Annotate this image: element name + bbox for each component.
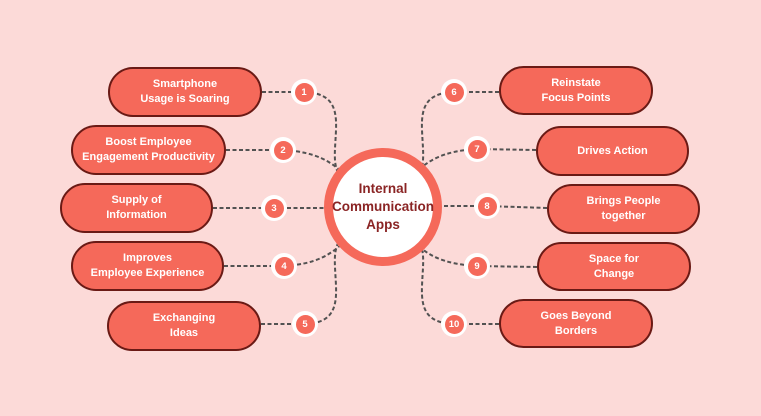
center-topic-line: Apps [366,217,400,232]
badge-1[interactable]: 1 [291,79,317,105]
node-label-line: Engagement Productivity [82,151,215,163]
badge-6[interactable]: 6 [441,79,467,105]
badge-number: 2 [273,140,293,160]
node-exchanging-ideas[interactable]: Exchanging Ideas [107,301,261,351]
node-label-line: Focus Points [541,91,611,104]
badge-number: 7 [467,139,487,159]
node-space-for-change[interactable]: Space for Change [537,242,691,291]
badge-7[interactable]: 7 [464,136,490,162]
node-label-line: Borders [554,324,598,337]
node-label-line: Information [106,209,167,221]
node-drives-action[interactable]: Drives Action [536,126,689,176]
badge-3[interactable]: 3 [261,195,287,221]
center-topic[interactable]: Internal Communication Apps [324,148,442,266]
node-label-line: Brings People [586,195,661,207]
badge-2[interactable]: 2 [270,137,296,163]
badge-number: 5 [295,314,315,334]
badge-number: 10 [444,314,464,334]
node-label-line: Exchanging [152,312,216,324]
node-label-line: Reinstate [551,76,601,89]
badge-5[interactable]: 5 [292,311,318,337]
node-label-line: Supply of [111,194,162,206]
badge-number: 6 [444,82,464,102]
center-topic-line: Internal [358,181,408,196]
node-goes-beyond-borders[interactable]: Goes Beyond Borders [499,299,653,348]
node-boost-engagement[interactable]: Boost Employee Engagement Productivity [71,125,226,175]
badge-number: 8 [477,196,497,216]
node-label-line: Usage is Soaring [140,93,230,105]
badge-4[interactable]: 4 [271,253,297,279]
node-label-line: Improves [123,252,172,264]
node-label-line: Change [593,267,635,280]
center-topic-line: Communication [332,199,435,214]
node-label-line: Goes Beyond [540,309,612,322]
node-label-line: Space for [588,252,640,265]
node-smartphone-usage[interactable]: Smartphone Usage is Soaring [108,67,262,117]
badge-number: 3 [264,198,284,218]
node-supply-information[interactable]: Supply of Information [60,183,213,233]
node-reinstate-focus[interactable]: Reinstate Focus Points [499,66,653,115]
node-employee-experience[interactable]: Improves Employee Experience [71,241,224,291]
badge-8[interactable]: 8 [474,193,500,219]
node-label-line: Smartphone [152,78,218,90]
badge-10[interactable]: 10 [441,311,467,337]
node-label-line: together [601,210,646,222]
node-label-line: Boost Employee [105,136,192,148]
node-label-line: Ideas [169,327,199,339]
node-label-line: Drives Action [577,144,648,157]
node-label-line: Employee Experience [90,267,205,279]
badge-number: 9 [467,256,487,276]
badge-number: 4 [274,256,294,276]
node-brings-people-together[interactable]: Brings People together [547,184,700,234]
badge-number: 1 [294,82,314,102]
badge-9[interactable]: 9 [464,253,490,279]
